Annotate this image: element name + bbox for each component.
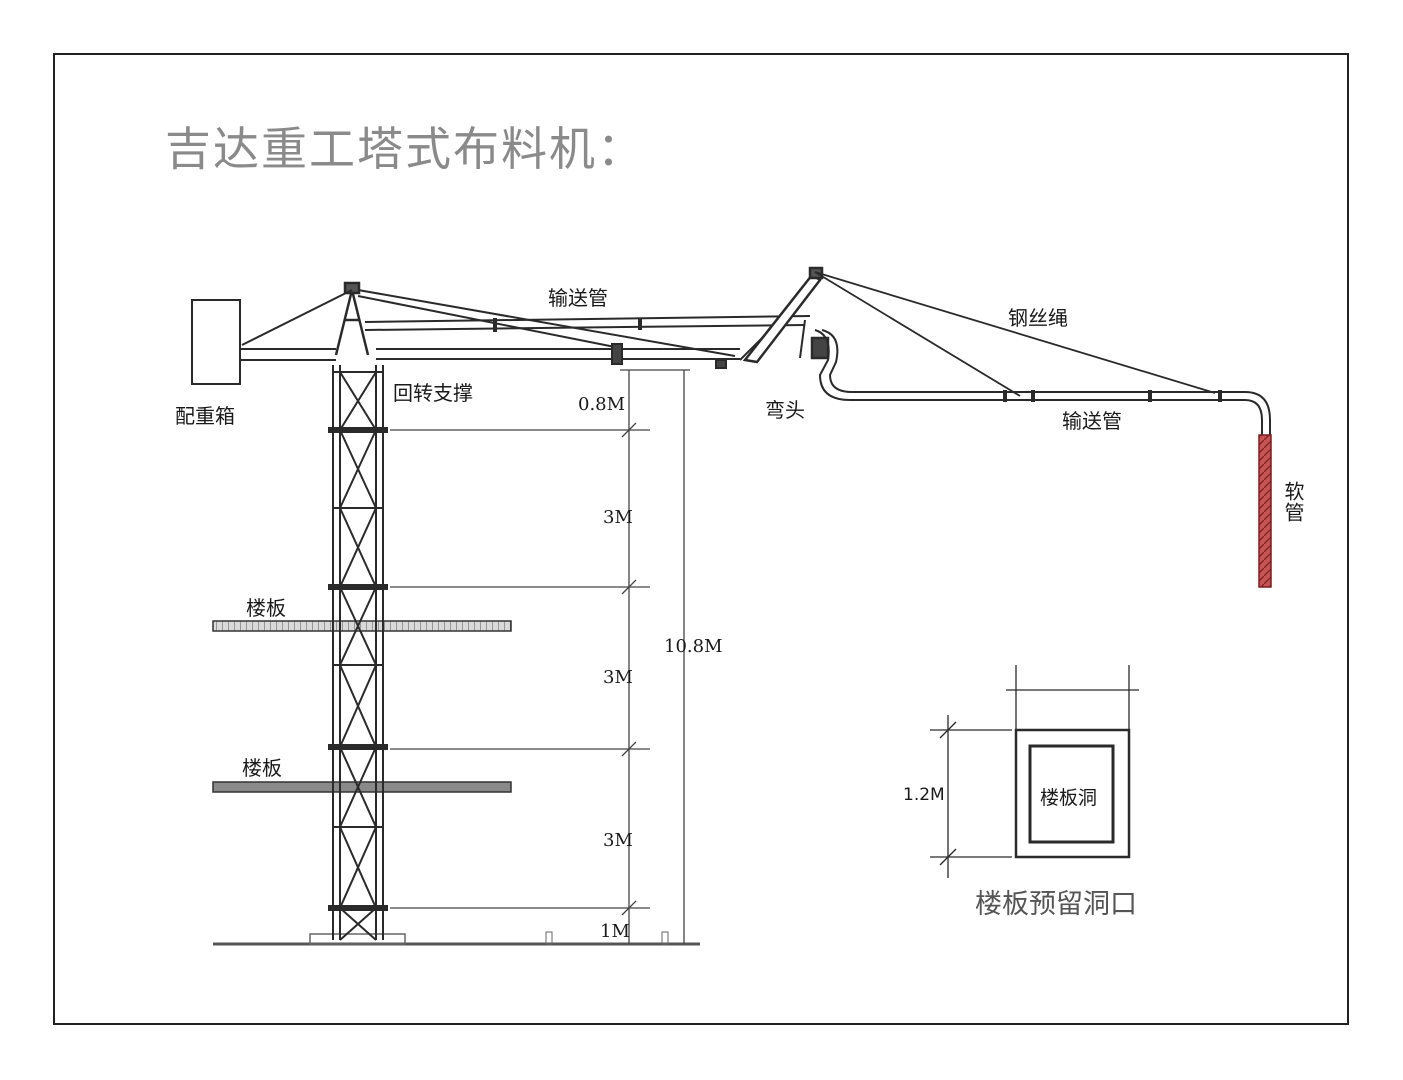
dim-slab-hole-size: 1.2M: [903, 785, 945, 805]
tower-head: [334, 281, 370, 356]
label-slab-hole: 楼板洞: [1040, 787, 1098, 809]
dim-3m-c: 3M: [603, 830, 633, 851]
floor-slab-upper: [212, 620, 512, 632]
rear-jib: [240, 289, 353, 361]
label-pipe-upper: 输送管: [548, 286, 608, 310]
label-slewing-bearing: 回转支撑: [393, 381, 473, 405]
front-arm-mast: [742, 266, 830, 364]
hose: [1258, 434, 1272, 588]
diagram-title: 吉达重工塔式布料机：: [165, 122, 645, 176]
label-elbow: 弯头: [765, 398, 805, 422]
label-wire-rope: 钢丝绳: [1008, 306, 1068, 330]
diagram-frame: [53, 53, 1349, 1025]
dim-3m-b: 3M: [603, 667, 633, 688]
dim-total-height: 10.8M: [664, 636, 723, 657]
label-hose: 软管: [1281, 481, 1305, 523]
slab-hole-caption: 楼板预留洞口: [975, 889, 1137, 920]
label-pipe-lower: 输送管: [1062, 409, 1122, 433]
label-counterweight: 配重箱: [175, 404, 235, 428]
slab-hole-detail: [930, 665, 1139, 878]
label-floor-slab-lower: 楼板: [242, 756, 282, 780]
delivery-pipe: [814, 329, 1271, 435]
dim-3m-a: 3M: [603, 507, 633, 528]
label-floor-slab-upper: 楼板: [246, 596, 286, 620]
wire-rope: [814, 271, 1216, 397]
floor-slab-lower: [212, 781, 512, 793]
counterweight-box: [191, 299, 241, 385]
ground-line: [213, 931, 700, 946]
dimension-lines: [390, 369, 690, 944]
dim-0-8m: 0.8M: [578, 394, 626, 415]
main-boom: [357, 289, 811, 369]
tower-mast: [328, 365, 388, 941]
dim-1m: 1M: [600, 921, 630, 942]
